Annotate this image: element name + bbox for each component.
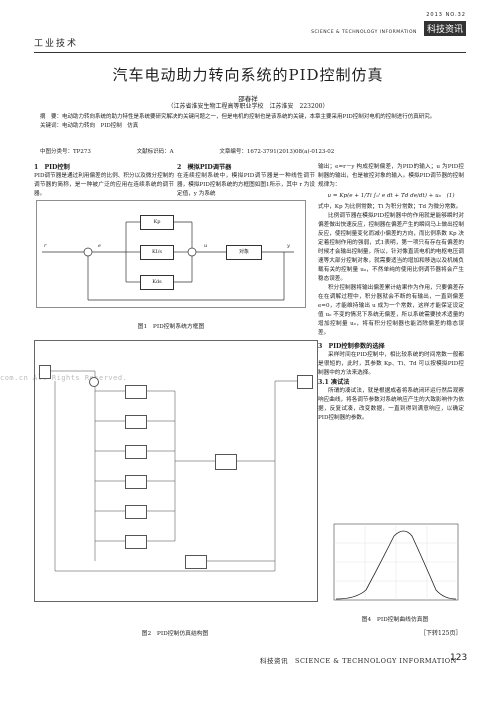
affiliation: （江苏省淮安生物工程高等职业学校 江苏淮安 223200）	[167, 103, 329, 110]
figure-2-caption: 图2 PID控制仿真结构图	[141, 631, 209, 637]
figure-4-caption: 图4 PID控制曲线仿真图	[361, 617, 429, 623]
label-u: u	[204, 243, 208, 249]
scope-block	[297, 375, 313, 389]
footer-journal: 科技资讯 SCIENCE & TECHNOLOGY INFORMATION	[260, 657, 457, 665]
watermark: com.cn All Rights Reserved.	[0, 374, 128, 382]
figure-2-simulink	[34, 340, 318, 602]
ki-block: KI/s	[140, 245, 174, 260]
col3-para4: 积分控制器将输出偏差累计结果作为作用，只要偏差存在在调解过程中，积分器就会不断的…	[318, 285, 464, 336]
article-id: 文章编号：1672-3791(2013)08(a)-0123-02	[219, 149, 335, 155]
section-3-1-heading: 3.1 凑试法	[318, 379, 350, 386]
continued-note: ［下转125页］	[420, 630, 462, 637]
gain-block-3	[125, 505, 147, 519]
gain-block-1	[125, 385, 147, 399]
journal-header: 2013 NO.32 SCIENCE & TECHNOLOGY INFORMAT…	[311, 12, 466, 37]
section-2-text: 在连续控制系统中，模拟PID调节器是一种线性调节器，模拟PID控制系统的方框图如…	[177, 173, 315, 197]
kp-block: Kp	[140, 215, 174, 230]
figure-1-diagram	[36, 200, 306, 308]
figure-1-caption: 图1 PID控制系统方框图	[137, 324, 205, 330]
plant-subsystem	[215, 454, 237, 470]
label-e: e	[98, 243, 101, 249]
col3-para3: 比例调节器在模拟PID控制器中的作用就是能够瞬时对偏差做出快速反应，控制器在偏差…	[318, 213, 464, 282]
col3-para6: 所谓的凑试法，就是根据成者将系统闭环运行然后观察响应曲线，将各调节参数对系统响应…	[318, 388, 464, 421]
year-issue: 2013 NO.32	[426, 12, 466, 18]
gain-block-4	[125, 535, 147, 549]
col3-para2: 式中，Kp 为比例常数；Ti 为积分常数；Td 为微分常数。	[318, 204, 462, 210]
derivative-block	[125, 475, 147, 489]
brand-badge: 科技资讯	[423, 21, 466, 36]
section-label: 工业技术	[34, 39, 79, 49]
meta-line: 中图分类号：TP273 文献标识码：A 文章编号：1672-3791(2013)…	[40, 147, 378, 155]
clc: 中图分类号：TP273	[40, 149, 91, 155]
header-rule	[34, 52, 466, 53]
col3-para5: 采样时间在PID控制中，相比较系统的时间常数一般都是很短的，此时，其参数 Kp、…	[318, 352, 464, 376]
keywords: 关键词：电动助力转向 PID控制 仿真	[40, 122, 139, 129]
kd-block: Kds	[140, 275, 174, 290]
delay-block	[185, 555, 207, 569]
author: 邵春祥	[238, 95, 258, 103]
equation-1: u = Kp(e + 1/Ti ∫₀ᵗ e dt + Td de/dt) + u…	[327, 193, 455, 199]
gain-block-2	[125, 415, 147, 429]
page-number: 123	[450, 653, 468, 663]
figure-4-plot	[333, 523, 459, 601]
column-2: 2 模拟PID调节器 在连续控制系统中，模拟PID调节器是一种线性调节器，模拟P…	[177, 163, 315, 199]
response-curve	[335, 530, 457, 600]
paper-title: 汽车电动助力转向系统的PID控制仿真	[112, 66, 384, 84]
label-y: y	[287, 243, 290, 249]
column-3: 输出；e=r－y 构成控制偏差，为PID的输入；u 为PID控制器的输出，也是被…	[318, 163, 464, 423]
abstract-text: 摘 要：电动助力转向系统的助力特性是系统要研究解决的关键问题之一，但是电机的控制…	[40, 114, 436, 120]
plant-block: 对象	[226, 245, 262, 260]
section-3-heading: 3 PID控制参数的选择	[318, 343, 385, 350]
doc-code: 文献标识码：A	[136, 149, 174, 155]
journal-en: SCIENCE & TECHNOLOGY INFORMATION	[311, 30, 417, 35]
sum-block	[89, 377, 99, 387]
column-1: 1 PID控制 PID调节器是通过利用偏差的比例、积分以及微分控制的调节器的简称…	[34, 163, 174, 199]
section-1-text: PID调节器是通过利用偏差的比例、积分以及微分控制的调节器的简称，是一种被广泛的…	[34, 173, 174, 197]
integrator-block	[125, 445, 147, 459]
section-1-heading: 1 PID控制	[34, 164, 70, 171]
col3-para1: 输出；e=r－y 构成控制偏差，为PID的输入；u 为PID控制器的输出，也是被…	[318, 164, 464, 188]
abstract: 摘 要：电动助力转向系统的助力特性是系统要研究解决的关键问题之一，但是电机的控制…	[40, 113, 460, 130]
simulink-wiring	[45, 370, 300, 572]
section-2-heading: 2 模拟PID调节器	[177, 164, 232, 171]
label-r: r	[44, 243, 47, 249]
step-block	[39, 365, 51, 379]
